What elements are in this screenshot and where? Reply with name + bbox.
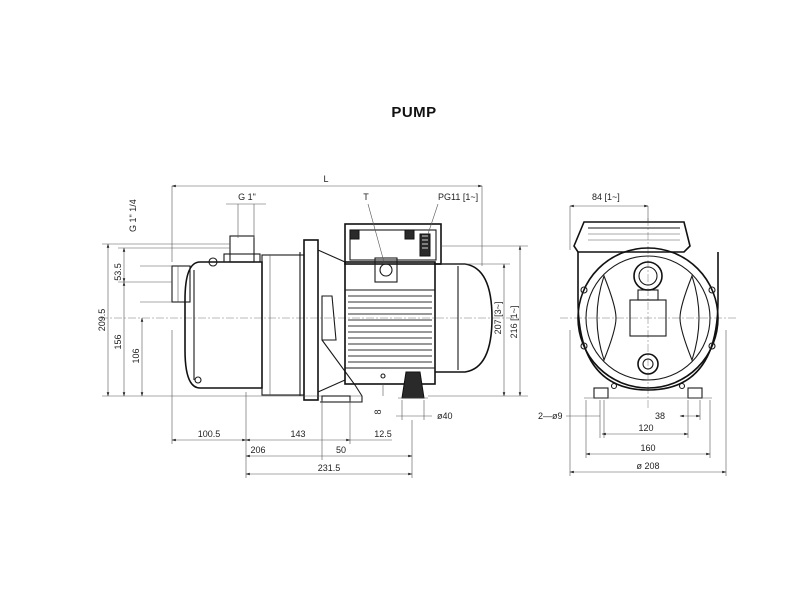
dim-206: 206 [250,445,265,455]
dim-156: 156 [113,334,123,349]
connector-top-label: G 1" [238,192,256,202]
front-foot-right [687,387,703,399]
motor-end-cap [435,263,493,373]
overall-length-label: L [323,174,328,184]
dim-50: 50 [336,445,346,455]
dim-231-5: 231.5 [318,463,341,473]
diameter-208-label: ø 208 [636,461,659,471]
dim-100-5: 100.5 [198,429,221,439]
top-outlet-port [229,235,255,263]
dim-12-5: 12.5 [374,429,392,439]
front-terminal-box [573,221,691,253]
dim-53-5: 53.5 [113,263,123,281]
terminal-label: T [363,192,369,202]
holes-label: 2—ø9 [538,411,563,421]
dim-209-5: 209.5 [97,309,107,332]
flange-plate [303,239,319,401]
page-title: PUMP [391,104,437,121]
pump-foot [320,339,363,403]
front-view: 84 [1~] 2—ø9 38 120 160 ø 208 [538,192,738,476]
motor-fins [348,295,432,363]
dim-216: 216 [1~] [509,306,519,339]
pump-bracket [261,254,305,396]
motor-body [344,261,436,385]
dim-8: 8 [373,409,383,414]
side-view: L G 1" T PG11 [1~] G 1" 1/4 53.5 209.5 1… [97,174,528,478]
terminal-plug [379,263,393,277]
front-foot-left [593,387,609,399]
dim-207: 207 [3~] [493,302,503,335]
pump-housing [184,261,263,389]
rear-foot [401,371,425,399]
terminal-box [344,223,442,265]
dim-143: 143 [290,429,305,439]
front-inlet-port [171,265,191,303]
front-inlet-window [629,299,667,337]
width-160-label: 160 [640,443,655,453]
cable-gland [419,233,431,257]
width-120-label: 120 [638,423,653,433]
width-38-label: 38 [655,411,665,421]
connector-front-label: G 1" 1/4 [128,199,138,232]
dim-106: 106 [131,348,141,363]
dim-d40: ø40 [437,411,453,421]
front-housing [577,252,719,391]
cable-gland-label: PG11 [1~] [438,192,478,202]
width-84-label: 84 [1~] [592,192,620,202]
front-drain-port [637,353,659,375]
